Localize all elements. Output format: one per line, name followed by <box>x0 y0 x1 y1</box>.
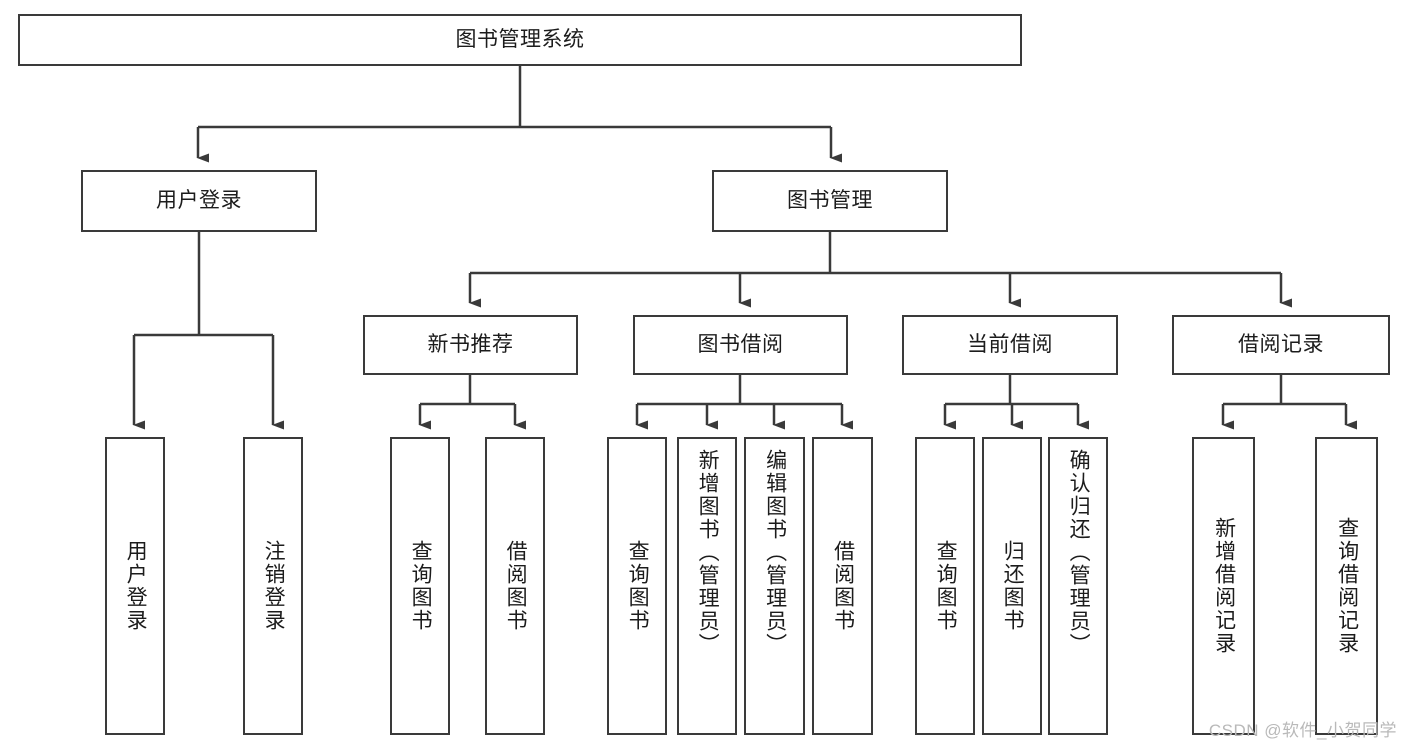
node-current-borrow[interactable]: 当前借阅 <box>902 315 1118 375</box>
node-user-login[interactable]: 用户登录 <box>81 170 317 232</box>
node-label: 用户登录 <box>156 189 242 213</box>
node-leaf-query-book-borrow[interactable]: 查询图书 <box>607 437 667 735</box>
node-leaf-add-book-admin[interactable]: 新增图书（管理员） <box>677 437 737 735</box>
node-leaf-borrow-book[interactable]: 借阅图书 <box>812 437 873 735</box>
node-label: 借阅图书 <box>831 540 855 632</box>
node-leaf-confirm-return-admin[interactable]: 确认归还（管理员） <box>1048 437 1108 735</box>
connector-newbook-to-leaves <box>418 375 526 430</box>
node-label: 注销登录 <box>262 540 286 632</box>
node-label: 新增图书（管理员） <box>696 449 720 656</box>
node-label: 当前借阅 <box>967 333 1053 357</box>
node-leaf-query-borrow-record[interactable]: 查询借阅记录 <box>1315 437 1378 735</box>
node-label: 借阅记录 <box>1238 333 1324 357</box>
node-label: 查询借阅记录 <box>1335 517 1359 655</box>
connector-root-to-level2 <box>196 66 842 163</box>
node-leaf-query-book-current[interactable]: 查询图书 <box>915 437 975 735</box>
node-borrow-record[interactable]: 借阅记录 <box>1172 315 1390 375</box>
node-label: 归还图书 <box>1001 540 1025 632</box>
node-label: 查询图书 <box>934 540 958 632</box>
node-label: 图书借阅 <box>697 333 784 357</box>
node-label: 编辑图书（管理员） <box>763 449 787 656</box>
node-label: 查询图书 <box>409 540 433 632</box>
node-book-borrow[interactable]: 图书借阅 <box>633 315 848 375</box>
node-root-library-system[interactable]: 图书管理系统 <box>18 14 1022 66</box>
node-label: 图书管理 <box>787 189 873 213</box>
node-label: 图书管理系统 <box>455 28 585 52</box>
node-book-management[interactable]: 图书管理 <box>712 170 948 232</box>
node-label: 查询图书 <box>626 540 650 632</box>
connector-currentborrow-to-leaves <box>943 375 1089 430</box>
node-label: 确认归还（管理员） <box>1067 449 1091 656</box>
node-leaf-return-book[interactable]: 归还图书 <box>982 437 1042 735</box>
connector-bookmgmt-to-level3 <box>468 232 1292 308</box>
csdn-watermark: CSDN @软件_小贺同学 <box>1208 721 1397 740</box>
node-label: 新增借阅记录 <box>1212 517 1236 655</box>
node-leaf-query-book-recommend[interactable]: 查询图书 <box>390 437 450 735</box>
node-leaf-add-borrow-record[interactable]: 新增借阅记录 <box>1192 437 1255 735</box>
node-leaf-user-login[interactable]: 用户登录 <box>105 437 165 735</box>
node-label: 借阅图书 <box>504 540 528 632</box>
connector-userlogin-to-leaves <box>132 232 284 430</box>
connector-bookborrow-to-leaves <box>635 375 853 430</box>
node-leaf-edit-book-admin[interactable]: 编辑图书（管理员） <box>744 437 805 735</box>
node-label: 新书推荐 <box>427 333 514 357</box>
node-leaf-logout[interactable]: 注销登录 <box>243 437 303 735</box>
connector-borrowrecord-to-leaves <box>1221 375 1357 430</box>
node-new-book-recommend[interactable]: 新书推荐 <box>363 315 578 375</box>
node-leaf-borrow-book-recommend[interactable]: 借阅图书 <box>485 437 545 735</box>
node-label: 用户登录 <box>124 540 148 632</box>
